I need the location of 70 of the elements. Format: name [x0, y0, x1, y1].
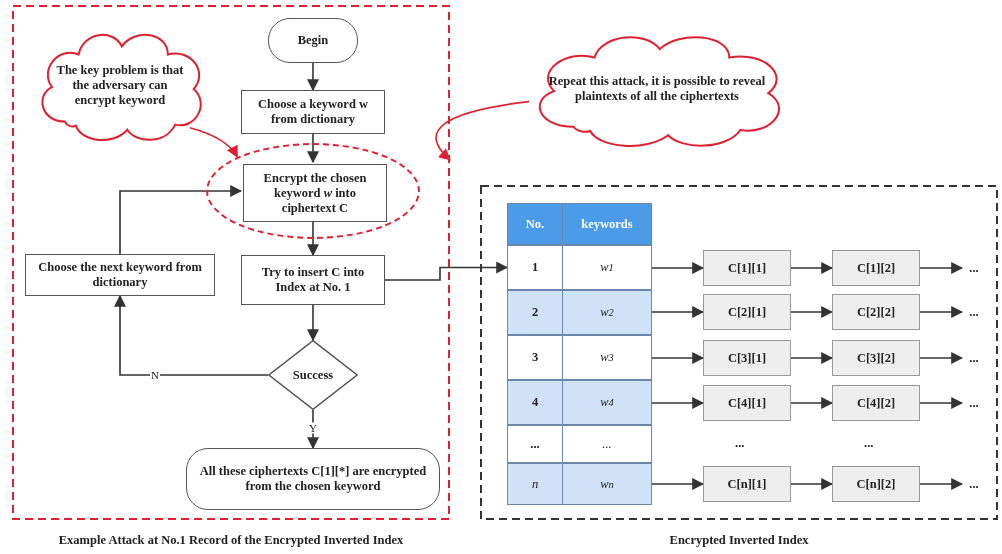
table-row	[507, 245, 652, 290]
arrow	[119, 185, 243, 255]
ellipsis: ...	[969, 395, 979, 411]
ciphertext-box: C[1][1]	[703, 250, 791, 286]
ellipsis: ...	[969, 350, 979, 366]
arrow	[114, 294, 269, 376]
table-cell: 3	[508, 336, 563, 379]
table-cell: n	[508, 464, 563, 504]
arrow	[790, 478, 834, 490]
table-cell: 4	[508, 381, 563, 424]
arrow	[651, 306, 705, 318]
process-box: Choose a keyword w from dictionary	[241, 90, 385, 134]
terminal-box: Begin	[268, 18, 358, 63]
callout-text: Repeat this attack, it is possible to reveal plaintexts of all the ciphertexts	[547, 74, 767, 104]
ellipsis: ...	[735, 436, 745, 451]
ellipsis: ...	[969, 260, 979, 276]
table-cell: ...	[508, 426, 563, 462]
table-row	[507, 203, 652, 245]
ciphertext-box: C[3][2]	[832, 340, 920, 376]
table-cell-text: keywords	[580, 215, 634, 233]
group-title: Encrypted Inverted Index	[668, 533, 810, 548]
table-row	[507, 335, 652, 380]
table-row	[507, 463, 652, 505]
arrow	[790, 262, 834, 274]
group-title: Example Attack at No.1 Record of the Encrypted Inverted Index	[57, 533, 405, 548]
arrow	[651, 397, 705, 409]
arrow	[651, 478, 705, 490]
arrow	[790, 306, 834, 318]
table-row	[507, 380, 652, 425]
ciphertext-box: C[2][2]	[832, 294, 920, 330]
arrow	[307, 62, 319, 92]
ciphertext-box: C[4][1]	[703, 385, 791, 421]
ellipsis: ...	[864, 436, 874, 451]
ciphertext-box: C[n][1]	[703, 466, 791, 502]
ciphertext-box: C[n][2]	[832, 466, 920, 502]
edge-label: N	[150, 369, 160, 381]
edge-label: Y	[308, 422, 318, 434]
arrow	[189, 126, 239, 159]
ciphertext-box: C[1][2]	[832, 250, 920, 286]
highlight-ellipse	[206, 143, 420, 239]
ciphertext-box: C[2][1]	[703, 294, 791, 330]
terminal-box: All these ciphertexts C[1][*] are encrypted from the chosen keyword	[186, 448, 440, 510]
table-cell: 1	[508, 246, 563, 289]
arrow	[307, 304, 319, 342]
table-cell: 2	[508, 291, 563, 334]
arrow	[919, 262, 964, 274]
table-cell: No.	[508, 204, 563, 244]
arrow	[307, 133, 319, 164]
node-text: Success	[292, 367, 334, 383]
process-box: Encrypt the chosen keyword w into ciphertext C	[243, 164, 387, 222]
arrow	[651, 352, 705, 364]
table-row	[507, 290, 652, 335]
ciphertext-box: C[4][2]	[832, 385, 920, 421]
ciphertext-box: C[3][1]	[703, 340, 791, 376]
ellipsis: ...	[969, 476, 979, 492]
arrow	[919, 352, 964, 364]
arrow	[384, 261, 509, 281]
arrow	[919, 478, 964, 490]
ellipsis: ...	[969, 304, 979, 320]
table-cell-text: ...	[601, 435, 613, 453]
table-row	[507, 425, 652, 463]
arrow	[790, 397, 834, 409]
process-box: Choose the next keyword from dictionary	[25, 254, 215, 296]
arrow	[919, 306, 964, 318]
arrow	[435, 100, 530, 161]
arrow	[919, 397, 964, 409]
process-box: Try to insert C into Index at No. 1	[241, 255, 385, 305]
arrow	[651, 262, 705, 274]
callout-text: The key problem is that the adversary can encrypt keyword	[56, 62, 184, 108]
arrow	[790, 352, 834, 364]
